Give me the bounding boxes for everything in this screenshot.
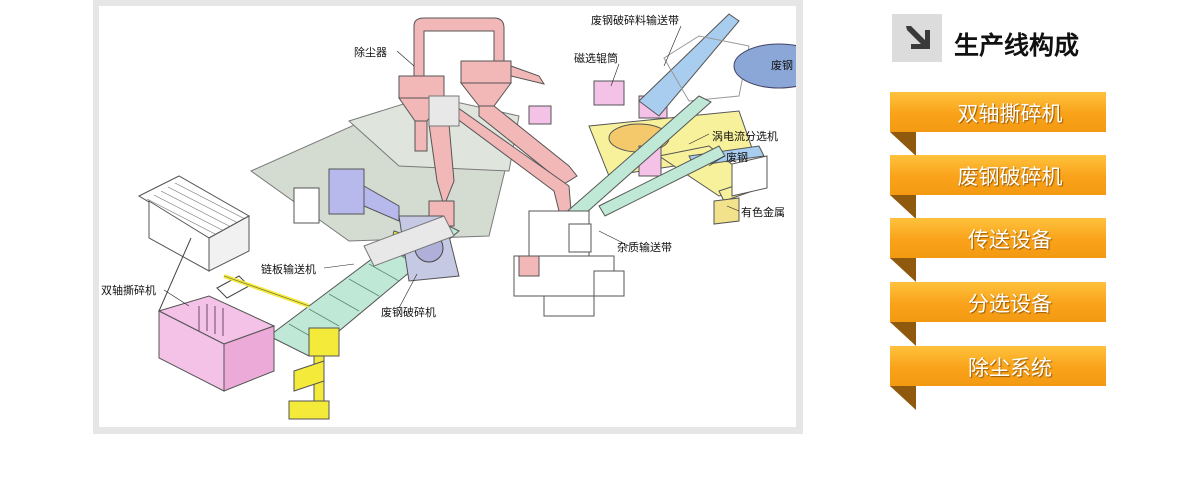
label-chain-conveyor: 链板输送机 <box>261 263 316 276</box>
diagram-frame: 除尘器 废钢破碎料输送带 磁选辊筒 废钢 涡电流分选机 废钢 有色金属 杂质输送… <box>93 0 803 434</box>
menu-item-label: 传送设备 <box>968 228 1052 252</box>
arrow-down-right-icon <box>892 14 942 62</box>
label-waste-steel-conveyor: 废钢破碎料输送带 <box>591 14 679 27</box>
menu-item-bar <box>890 346 1106 386</box>
menu-item-tail <box>890 132 916 156</box>
menu-item-label: 双轴撕碎机 <box>957 102 1063 126</box>
cable-line <box>158 237 192 312</box>
menu-item-steel-shredder[interactable]: 废钢破碎机 <box>890 155 1106 219</box>
section-header: 生产线构成 <box>892 14 1152 64</box>
production-line-illustration <box>137 13 796 420</box>
dust-collector <box>398 17 578 227</box>
menu-item-tail <box>890 258 916 282</box>
menu-item-conveying-equipment[interactable]: 传送设备 <box>890 218 1106 282</box>
section-title: 生产线构成 <box>954 31 1080 60</box>
menu-item-bar <box>890 282 1106 322</box>
building-roof-lines <box>146 182 246 236</box>
label-waste-steel-mid: 废钢 <box>726 151 748 164</box>
label-waste-steel-top: 废钢 <box>771 59 793 72</box>
nonferrous-bin <box>713 197 740 225</box>
twin-shaft-shredder <box>157 275 276 392</box>
leader-lines <box>163 25 740 309</box>
waste-steel-pile <box>733 43 796 89</box>
crane <box>223 274 340 420</box>
waste-steel-bin <box>731 155 768 197</box>
menu-item-tail <box>890 322 916 346</box>
label-impurity-conveyor: 杂质输送带 <box>617 241 672 254</box>
menu-item-label: 废钢破碎机 <box>957 165 1063 189</box>
label-steel-shredder: 废钢破碎机 <box>381 306 436 319</box>
control-box <box>428 95 460 127</box>
menu-item-tail <box>890 386 916 410</box>
menu-item-label: 分选设备 <box>968 292 1052 316</box>
label-twin-shaft-shredder: 双轴撕碎机 <box>101 284 156 297</box>
menu-item-tail <box>890 195 916 219</box>
menu-item-twin-shaft-shredder[interactable]: 双轴撕碎机 <box>890 92 1106 156</box>
production-line-diagram: 除尘器 废钢破碎料输送带 磁选辊筒 废钢 涡电流分选机 废钢 有色金属 杂质输送… <box>99 6 796 427</box>
menu-item-bar <box>890 218 1106 258</box>
menu-item-dust-removal[interactable]: 除尘系统 <box>890 346 1106 410</box>
electrical-cabinet <box>293 187 320 224</box>
label-eddy-current-separator: 涡电流分选机 <box>712 130 778 143</box>
label-dust-collector: 除尘器 <box>354 46 387 59</box>
menu-item-sorting-equipment[interactable]: 分选设备 <box>890 282 1106 346</box>
menu-item-bar <box>890 155 1106 195</box>
menu-item-label: 除尘系统 <box>968 356 1052 380</box>
transfer-conveyor <box>598 145 726 217</box>
label-magnetic-drum: 磁选辊筒 <box>574 52 618 65</box>
menu-item-bar <box>890 92 1106 132</box>
building-wall-side <box>208 215 250 272</box>
platform <box>363 215 455 267</box>
label-nonferrous: 有色金属 <box>741 206 785 219</box>
